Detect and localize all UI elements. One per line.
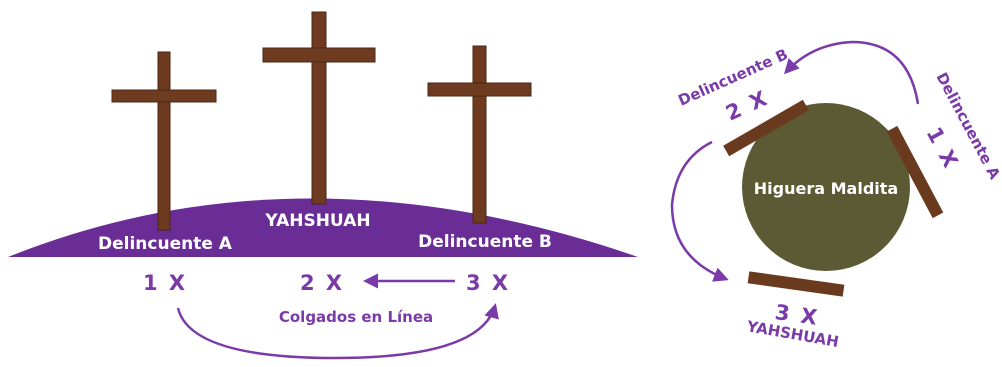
number-2x-right: 2 X [722, 86, 772, 126]
bar-1x [886, 125, 944, 219]
bar-2x [723, 99, 809, 157]
number-2x: 2 X [300, 271, 344, 295]
crosses-scene: Delincuente A YAHSHUAH Delincuente B 1 X… [8, 11, 638, 360]
label-higuera-maldita: Higuera Maldita [754, 179, 898, 198]
arrow-1x-to-3x [176, 303, 499, 360]
label-delincuente-b: Delincuente B [418, 232, 552, 252]
label-delincuente-a: Delincuente A [98, 234, 233, 254]
bar-3x [747, 271, 845, 297]
arrow-2x-to-3x [670, 140, 729, 282]
arrow-1x-to-2x [783, 40, 920, 105]
cross-left [111, 51, 217, 231]
cross-center [262, 11, 376, 205]
caption-colgados: Colgados en Línea [279, 308, 433, 326]
fig-tree-scene: Higuera Maldita Delincuente B 2 X Delinc… [670, 40, 1002, 351]
number-1x-right: 1 X [922, 123, 964, 173]
cross-right [427, 45, 532, 224]
number-3x: 3 X [466, 271, 510, 295]
label-yahshuah: YAHSHUAH [264, 211, 370, 231]
number-1x: 1 X [143, 271, 187, 295]
fig-tree-circle [742, 103, 910, 271]
